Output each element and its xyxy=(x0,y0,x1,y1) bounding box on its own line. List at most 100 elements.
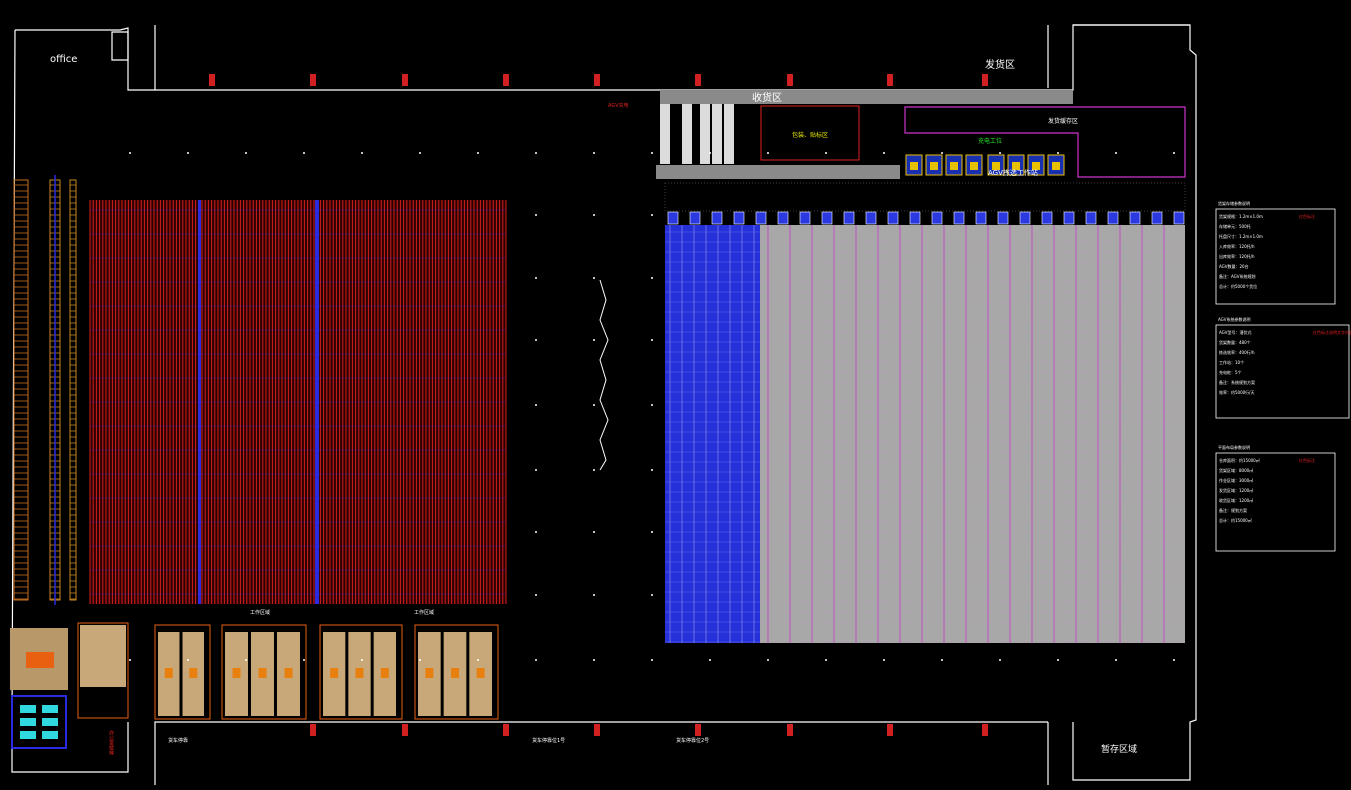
info-line: 充电桩：5个 xyxy=(1219,369,1242,375)
workstation-seat xyxy=(1032,162,1040,170)
info-line: 总计：约5000个货位 xyxy=(1219,283,1257,289)
agv-port xyxy=(1019,211,1031,225)
info-line: 备注：系统规划方案 xyxy=(1219,379,1255,385)
column-dot xyxy=(1057,659,1059,661)
agv-port xyxy=(733,211,745,225)
column-dot xyxy=(129,659,131,661)
column-dot xyxy=(651,594,653,596)
column-dot xyxy=(651,659,653,661)
bottom-door xyxy=(594,724,600,736)
work-area-label-b: 工作区域 xyxy=(414,609,434,616)
stair-label: 办公室楼梯 xyxy=(108,729,114,756)
column-dot xyxy=(535,469,537,471)
info-line: 仓库面积：约15000㎡ xyxy=(1219,457,1260,463)
info-red-note: 红色标注 xyxy=(1299,457,1315,463)
work-cell-mark xyxy=(232,668,241,678)
column-dot xyxy=(1115,659,1117,661)
temp-area-label: 暂存区域 xyxy=(1101,743,1137,755)
agv-port xyxy=(1063,211,1075,225)
receiving-conveyors xyxy=(660,104,734,164)
workstation-seat xyxy=(910,162,918,170)
top-door xyxy=(402,74,408,86)
info-panels: 货架存储参数说明货架规格：1.2m×1.0m存储单元：500托托盘尺寸：1.2m… xyxy=(1215,200,1351,552)
column-dot xyxy=(535,277,537,279)
top-door xyxy=(695,74,701,86)
office-desk xyxy=(42,718,58,726)
bottom-door xyxy=(982,724,988,736)
work-cell-mark xyxy=(476,668,485,678)
column-dot xyxy=(651,214,653,216)
column-dot xyxy=(535,152,537,154)
column-dot xyxy=(419,152,421,154)
column-dot xyxy=(651,277,653,279)
office-desk xyxy=(42,731,58,739)
info-line: 作业区域：3000㎡ xyxy=(1219,477,1253,483)
info-line: AGV型号：潜伏式 xyxy=(1219,329,1252,335)
bottom-door xyxy=(503,724,509,736)
top-door xyxy=(982,74,988,86)
agv-blue-block xyxy=(665,225,760,643)
agv-port xyxy=(755,211,767,225)
side-rack xyxy=(13,179,29,601)
conveyor xyxy=(682,104,692,164)
work-area-label-a: 工作区域 xyxy=(250,609,270,616)
conveyor-strip xyxy=(656,165,900,179)
top-door xyxy=(887,74,893,86)
column-dot xyxy=(941,659,943,661)
bottom-door xyxy=(887,724,893,736)
office-desk xyxy=(42,705,58,713)
work-cell-mark xyxy=(451,668,459,678)
info-line: 货架规格：1.2m×1.0m xyxy=(1219,213,1263,219)
column-dot xyxy=(593,339,595,341)
info-line: 货架数量：480个 xyxy=(1219,339,1251,345)
column-dot xyxy=(535,659,537,661)
column-dot xyxy=(883,659,885,661)
work-cell-mark xyxy=(258,668,267,678)
agv-port xyxy=(953,211,965,225)
info-box xyxy=(1215,208,1336,305)
info-line: 拣选效率：400行/h xyxy=(1219,349,1255,355)
work-cell-mark xyxy=(425,668,434,678)
top-door xyxy=(787,74,793,86)
work-group xyxy=(221,624,307,720)
top-door xyxy=(503,74,509,86)
bottom-door xyxy=(787,724,793,736)
column-dot xyxy=(767,152,769,154)
agv-port xyxy=(909,211,921,225)
shipping-buffer-box xyxy=(904,106,1186,178)
break-line xyxy=(599,279,609,471)
agv-port xyxy=(1129,211,1141,225)
info-red-note: 红色标注 xyxy=(1299,213,1315,219)
column-dot xyxy=(883,152,885,154)
column-dot xyxy=(303,659,305,661)
column-dot xyxy=(651,339,653,341)
bottom-door xyxy=(402,724,408,736)
info-line: AGV数量：20台 xyxy=(1219,263,1249,269)
agv-port xyxy=(865,211,877,225)
column-dot xyxy=(361,152,363,154)
agv-port xyxy=(843,211,855,225)
info-line: 备注：AGV系统规划 xyxy=(1219,273,1256,279)
agv-port xyxy=(1151,211,1163,225)
left-side-racks xyxy=(13,175,77,605)
column-dot xyxy=(245,659,247,661)
column-dot xyxy=(477,659,479,661)
column-dot xyxy=(651,152,653,154)
agv-port xyxy=(821,211,833,225)
agv-port xyxy=(1085,211,1097,225)
agv-buffer-dots xyxy=(664,182,1186,212)
agv-port xyxy=(931,211,943,225)
side-rack xyxy=(69,179,77,601)
column-dot xyxy=(593,152,595,154)
agv-port xyxy=(1041,211,1053,225)
agv-storage-zone xyxy=(664,182,1186,643)
agv-port xyxy=(711,211,723,225)
workstation-seat xyxy=(1052,162,1060,170)
column-dot xyxy=(825,659,827,661)
agv-port xyxy=(799,211,811,225)
agv-port xyxy=(667,211,679,225)
work-group xyxy=(319,624,403,720)
workstation-seat xyxy=(930,162,938,170)
column-dot xyxy=(1173,152,1175,154)
